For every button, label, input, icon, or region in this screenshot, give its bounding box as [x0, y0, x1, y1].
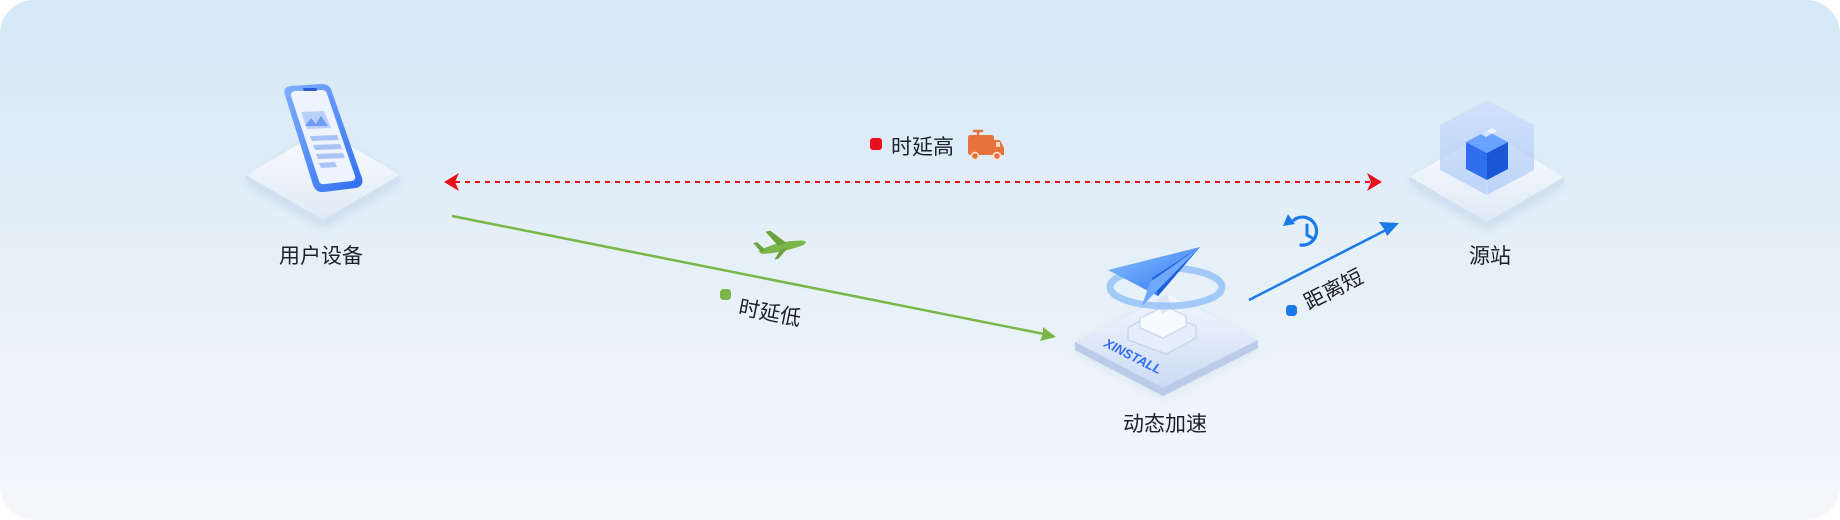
dynamic-accel-illustration: XINSTALL [1075, 247, 1258, 396]
short-distance-link [1248, 222, 1399, 302]
high-latency-label: 时延高 [891, 135, 954, 159]
paper-plane-icon [1108, 247, 1200, 306]
origin-label: 源站 [1469, 244, 1511, 268]
history-icon [1283, 214, 1319, 247]
user-device-label: 用户设备 [279, 244, 363, 268]
dynamic-accel-label: 动态加速 [1123, 412, 1207, 436]
arrowhead-green [1040, 327, 1056, 341]
low-latency-link [451, 214, 1056, 341]
arrowhead-left [444, 173, 459, 191]
user-device-illustration [246, 84, 400, 226]
high-latency-dot [870, 138, 882, 150]
box-icon [1439, 100, 1535, 195]
phone-icon [284, 84, 363, 193]
low-latency-dot [720, 289, 731, 300]
airplane-icon [753, 230, 806, 260]
arrowhead-right [1367, 173, 1382, 191]
high-latency-link [444, 173, 1382, 191]
truck-icon [968, 129, 1004, 161]
arrowhead-blue [1379, 222, 1399, 236]
short-distance-dot [1286, 305, 1297, 316]
origin-illustration [1410, 100, 1564, 228]
